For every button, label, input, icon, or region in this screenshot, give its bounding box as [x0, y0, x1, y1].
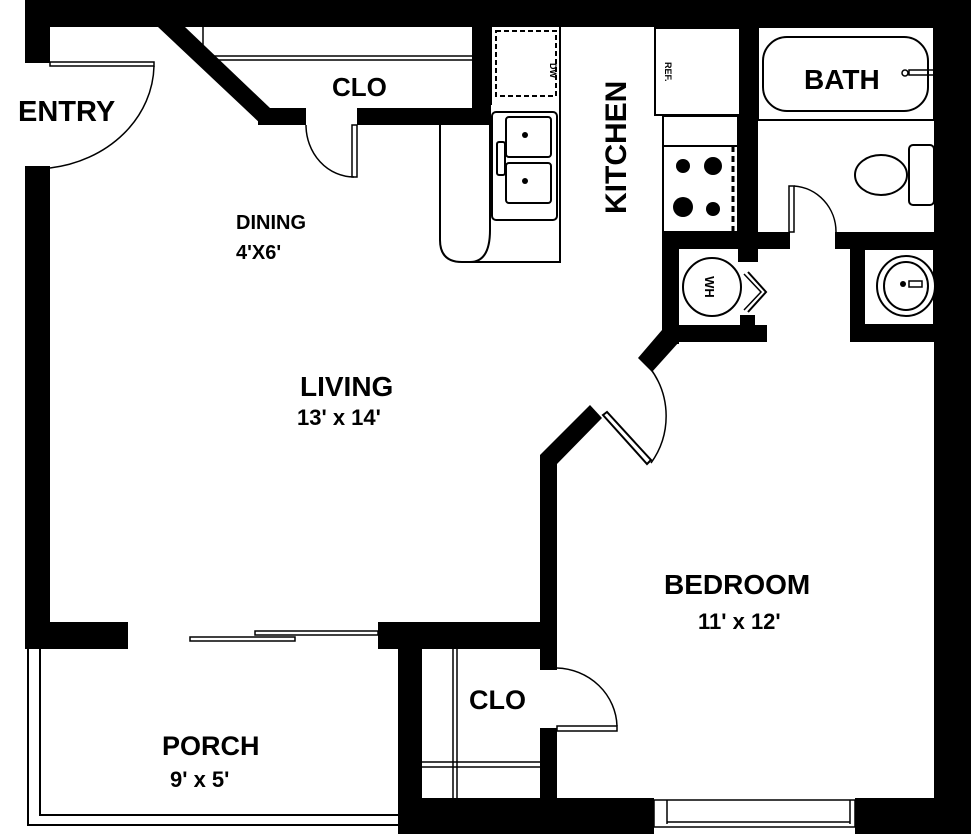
closet-top-door[interactable] — [305, 124, 358, 178]
kitchen-label: KITCHEN — [600, 81, 633, 214]
toilet-icon — [854, 144, 935, 206]
living-label: LIVING — [300, 371, 393, 402]
closet-top-label: CLO — [332, 72, 387, 102]
kitchen-counter — [439, 27, 561, 263]
kitchen-sink-icon — [491, 111, 558, 221]
sliding-door — [189, 630, 379, 642]
porch-size: 9' x 5' — [170, 767, 229, 792]
walls — [25, 0, 971, 834]
refrigerator-label: REF. — [663, 62, 673, 82]
bath-door[interactable] — [788, 185, 837, 233]
entry-label: ENTRY — [18, 96, 115, 128]
porch-railing — [27, 649, 398, 826]
bathtub-icon — [757, 26, 935, 121]
bath-sink-icon — [863, 248, 936, 326]
water-heater-label: WH — [702, 276, 717, 298]
bedroom-size: 11' x 12' — [698, 609, 781, 634]
porch-label: PORCH — [162, 731, 260, 761]
dishwasher-label: DW — [548, 63, 558, 78]
bedroom-label: BEDROOM — [664, 569, 810, 600]
dishwasher-icon: DW — [495, 30, 558, 97]
bedroom-door[interactable] — [601, 367, 667, 466]
closet-bedroom-shelves — [422, 649, 540, 798]
water-heater-icon: WH — [682, 257, 742, 317]
entry-door[interactable] — [49, 61, 155, 169]
closet-bedroom-door[interactable] — [556, 667, 618, 732]
stove-icon — [662, 115, 739, 233]
refrigerator-icon: REF. — [654, 27, 741, 116]
dining-size: 4'X6' — [236, 242, 281, 264]
water-heater-bifold-door[interactable] — [743, 271, 768, 313]
closet-bedroom-label: CLO — [469, 685, 526, 715]
dining-label: DINING — [236, 212, 306, 234]
closet-top-shelf — [202, 27, 472, 61]
living-size: 13' x 14' — [297, 405, 381, 430]
bedroom-window — [653, 799, 856, 828]
bath-label: BATH — [804, 64, 880, 95]
